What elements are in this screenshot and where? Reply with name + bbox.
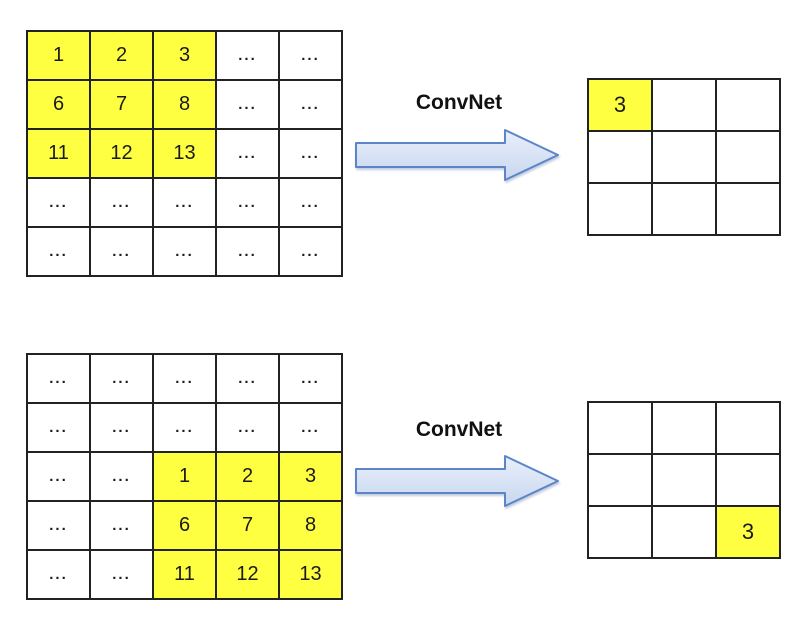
grid-cell-highlighted: 7 (89, 79, 154, 130)
grid-cell (651, 130, 717, 184)
grid-cell-highlighted: 2 (89, 30, 154, 81)
grid-cell-highlighted: 1 (152, 451, 217, 502)
grid-cell-highlighted: 11 (152, 549, 217, 600)
right-arrow-icon (355, 129, 559, 181)
grid-cell-highlighted: 3 (715, 505, 781, 559)
grid-cell: ... (215, 177, 280, 228)
grid-cell: ... (26, 177, 91, 228)
grid-row: 3 (587, 78, 781, 132)
grid-cell: ... (152, 353, 217, 404)
grid-row: ............... (26, 402, 343, 453)
grid-cell: ... (152, 402, 217, 453)
grid-cell: ... (26, 353, 91, 404)
grid-cell: ... (215, 353, 280, 404)
grid-row (587, 182, 781, 236)
grid-cell: ... (26, 500, 91, 551)
output-grid-bottom: 3 (587, 401, 781, 559)
grid-cell-highlighted: 6 (26, 79, 91, 130)
grid-cell-highlighted: 2 (215, 451, 280, 502)
grid-row (587, 130, 781, 184)
grid-cell: ... (215, 79, 280, 130)
grid-cell: ... (278, 226, 343, 277)
grid-cell (651, 505, 717, 559)
grid-cell-highlighted: 8 (152, 79, 217, 130)
grid-cell-highlighted: 3 (152, 30, 217, 81)
grid-cell: ... (215, 226, 280, 277)
grid-cell-highlighted: 13 (152, 128, 217, 179)
grid-cell-highlighted: 1 (26, 30, 91, 81)
grid-cell (651, 453, 717, 507)
grid-cell-highlighted: 13 (278, 549, 343, 600)
grid-cell: ... (152, 226, 217, 277)
grid-cell: ... (278, 79, 343, 130)
grid-row (587, 453, 781, 507)
grid-cell: ... (89, 549, 154, 600)
grid-row: ............... (26, 177, 343, 228)
grid-cell: ... (278, 402, 343, 453)
grid-cell: ... (89, 177, 154, 228)
grid-cell-highlighted: 3 (587, 78, 653, 132)
grid-cell-highlighted: 8 (278, 500, 343, 551)
grid-cell: ... (89, 402, 154, 453)
grid-cell: ... (215, 30, 280, 81)
grid-cell (587, 453, 653, 507)
grid-cell: ... (26, 451, 91, 502)
grid-cell-highlighted: 7 (215, 500, 280, 551)
grid-row (587, 401, 781, 455)
right-arrow-icon (355, 455, 559, 507)
grid-row: ............... (26, 353, 343, 404)
grid-cell: ... (89, 500, 154, 551)
grid-cell (587, 401, 653, 455)
grid-cell: ... (215, 402, 280, 453)
grid-cell-highlighted: 3 (278, 451, 343, 502)
grid-cell (715, 182, 781, 236)
grid-cell: ... (215, 128, 280, 179)
grid-cell (715, 453, 781, 507)
grid-cell (587, 505, 653, 559)
output-grid-top: 3 (587, 78, 781, 236)
grid-cell: ... (26, 402, 91, 453)
grid-cell (715, 401, 781, 455)
grid-cell (587, 182, 653, 236)
grid-cell-highlighted: 6 (152, 500, 217, 551)
convnet-label-top: ConvNet (415, 91, 503, 114)
grid-cell: ... (89, 226, 154, 277)
grid-cell-highlighted: 11 (26, 128, 91, 179)
grid-row: 3 (587, 505, 781, 559)
grid-cell: ... (278, 353, 343, 404)
grid-cell-highlighted: 12 (89, 128, 154, 179)
convnet-label-bottom: ConvNet (415, 418, 503, 441)
grid-cell (715, 78, 781, 132)
grid-cell: ... (278, 30, 343, 81)
grid-cell (715, 130, 781, 184)
grid-cell: ... (278, 177, 343, 228)
grid-cell: ... (26, 226, 91, 277)
grid-cell-highlighted: 12 (215, 549, 280, 600)
grid-cell (587, 130, 653, 184)
grid-cell (651, 78, 717, 132)
grid-cell: ... (278, 128, 343, 179)
grid-cell (651, 401, 717, 455)
grid-cell: ... (26, 549, 91, 600)
grid-cell: ... (89, 353, 154, 404)
grid-cell (651, 182, 717, 236)
grid-cell: ... (152, 177, 217, 228)
grid-row: ............... (26, 226, 343, 277)
grid-cell: ... (89, 451, 154, 502)
